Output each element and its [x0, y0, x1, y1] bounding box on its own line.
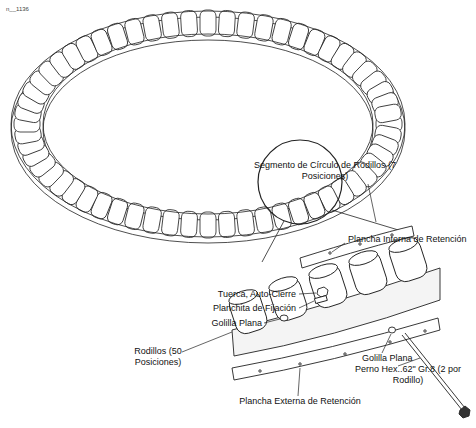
ring-roller [180, 10, 198, 37]
part-label: Golilla Plana [362, 353, 422, 364]
ring-roller [200, 212, 216, 238]
ring-inner-top-edge [43, 34, 373, 214]
part-label: Segmento de Círculo de Rodillos (7 Posic… [250, 160, 400, 182]
ring-inner-edge [43, 40, 373, 220]
part-label: Plancha Externa de Retención [230, 396, 370, 407]
detail-link [262, 221, 284, 262]
detail-roller [346, 247, 389, 297]
ring-roller [200, 10, 216, 36]
ring-roller [161, 209, 180, 237]
ring-roller [161, 11, 180, 39]
part-label: Perno Hex..62" Gr.8 (2 por Rodillo) [352, 364, 464, 386]
roller-face [307, 261, 339, 282]
detail-roller [306, 260, 349, 310]
ring-outer-edge [11, 17, 405, 243]
roller-ring [11, 10, 405, 243]
part-label: Rodillos (50 Posiciones) [118, 346, 198, 368]
detail-circle [258, 140, 342, 224]
part-label: Plancha Interna de Retención [348, 234, 472, 245]
part-label: Tuerca, Auto-Cierre [196, 289, 296, 300]
detail-link [332, 210, 405, 232]
ring-roller [236, 209, 255, 237]
ring-roller [374, 103, 403, 124]
part-label: Planchita de Fijación [196, 303, 296, 314]
roller-face [347, 248, 379, 269]
ring-roller [180, 211, 198, 238]
ring-roller [218, 211, 236, 238]
ring-roller [236, 11, 255, 39]
ring-top-edge [11, 11, 405, 237]
part-label: Golilla Plana [200, 318, 262, 329]
ring-roller [218, 10, 236, 37]
drawing-id: n__1136 [6, 6, 46, 13]
